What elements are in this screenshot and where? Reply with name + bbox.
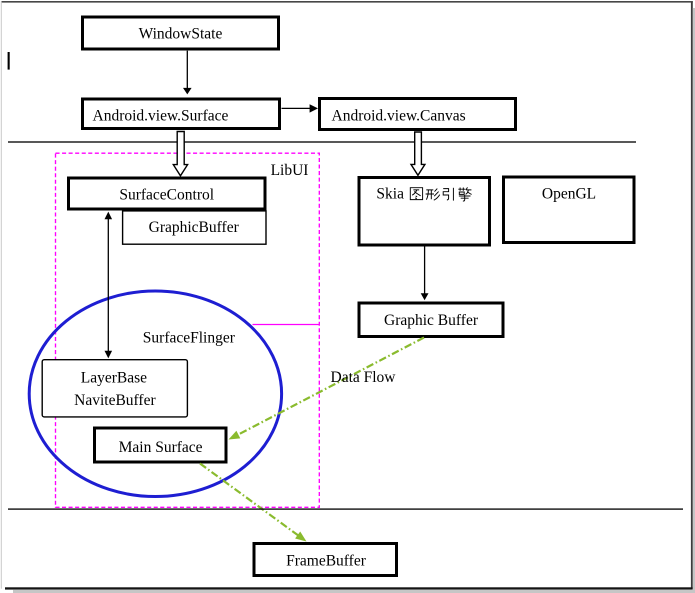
- svg-text:LibUI: LibUI: [271, 162, 309, 179]
- svg-text:SurfaceControl: SurfaceControl: [119, 187, 214, 204]
- svg-text:Main Surface: Main Surface: [119, 439, 203, 456]
- svg-text:NaviteBuffer: NaviteBuffer: [74, 392, 156, 409]
- svg-text:WindowState: WindowState: [139, 26, 223, 43]
- svg-text:SurfaceFlinger: SurfaceFlinger: [143, 329, 236, 346]
- svg-text:Data Flow: Data Flow: [331, 369, 397, 386]
- svg-text:Android.view.Canvas: Android.view.Canvas: [332, 108, 466, 125]
- svg-text:FrameBuffer: FrameBuffer: [286, 553, 367, 570]
- svg-text:Android.view.Surface: Android.view.Surface: [93, 108, 229, 125]
- svg-text:OpenGL: OpenGL: [542, 186, 596, 203]
- svg-text:GraphicBuffer: GraphicBuffer: [149, 219, 240, 236]
- svg-text:Skia: Skia: [376, 186, 404, 203]
- svg-text:LayerBase: LayerBase: [81, 369, 147, 386]
- svg-text:Graphic Buffer: Graphic Buffer: [384, 312, 479, 329]
